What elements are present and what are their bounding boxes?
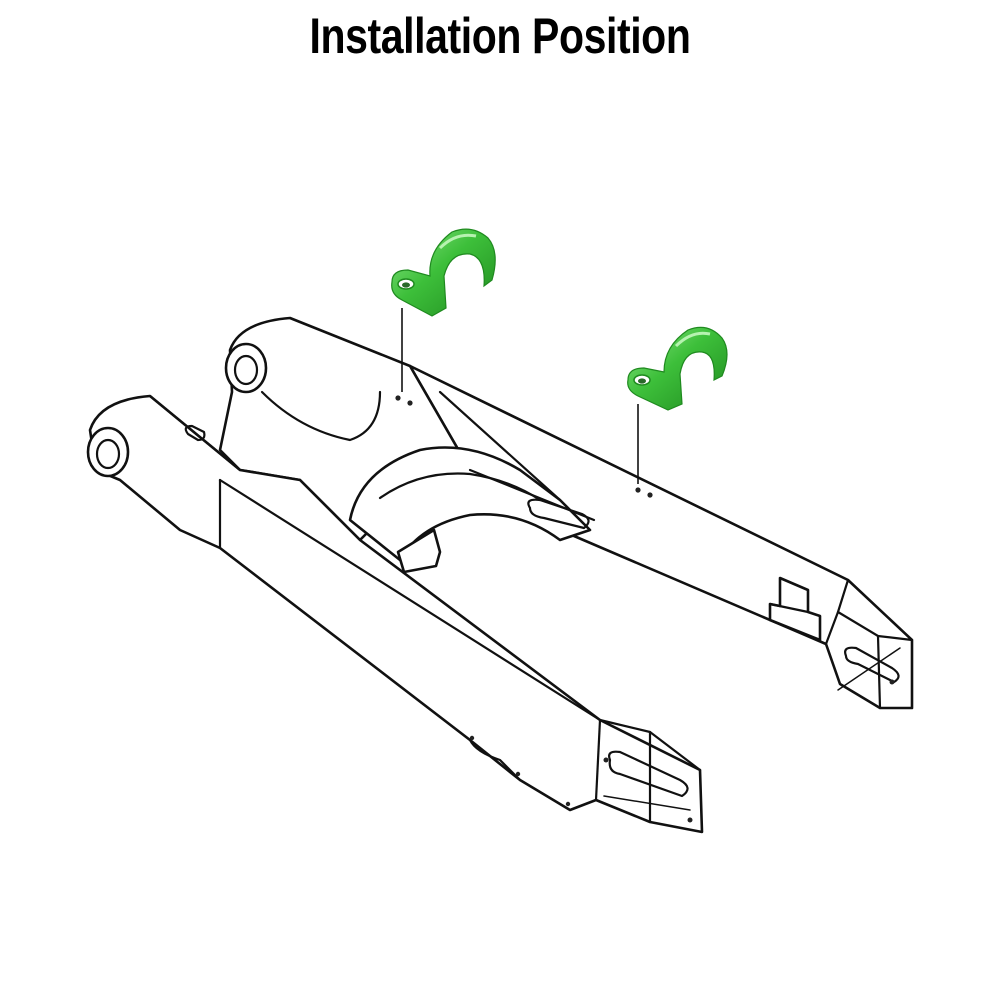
swingarm-left-arm: [88, 394, 704, 834]
page-title: Installation Position: [309, 8, 691, 64]
left-clamp-bracket: [391, 228, 496, 317]
right-clamp-bracket: [627, 326, 728, 411]
swingarm-illustration: [86, 316, 914, 834]
